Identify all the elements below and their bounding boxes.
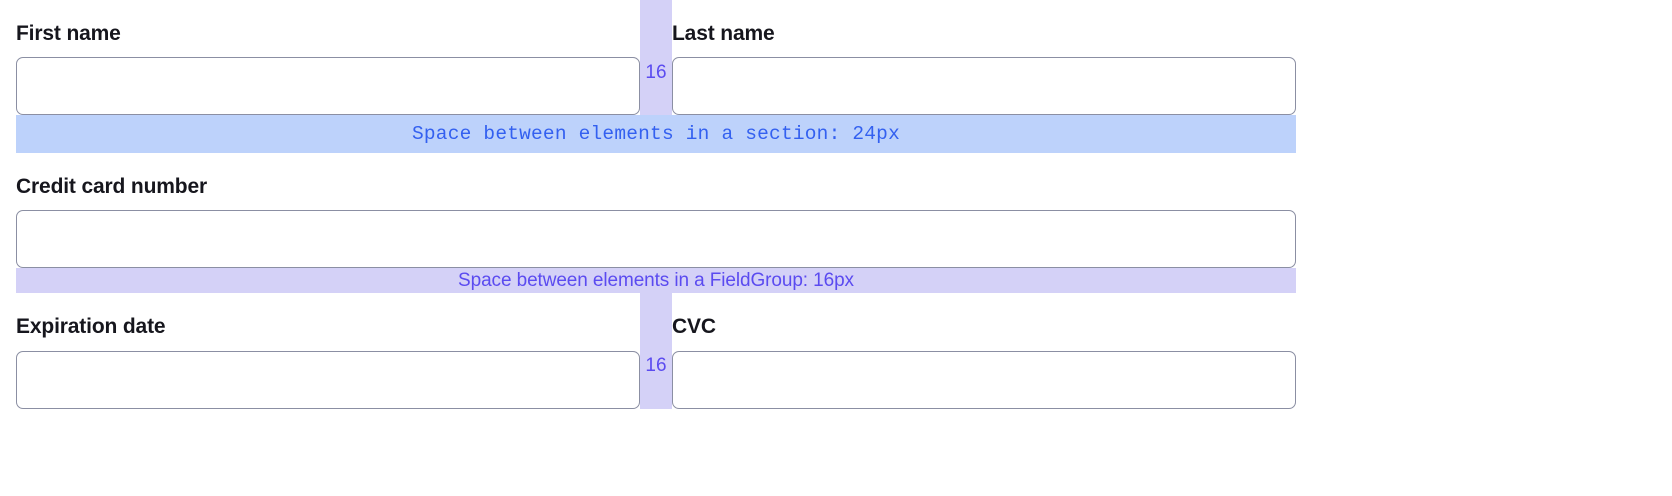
field-credit-card-number: Credit card number xyxy=(16,153,1296,269)
label-credit-card-number: Credit card number xyxy=(16,175,208,199)
input-first-name[interactable] xyxy=(16,57,640,116)
label-expiration-date: Expiration date xyxy=(16,315,166,339)
gap-annotation-name-row: 16 xyxy=(640,0,672,116)
input-last-name[interactable] xyxy=(672,57,1296,116)
input-expiration-date[interactable] xyxy=(16,350,640,409)
section-spacing-band-label: Space between elements in a section: 24p… xyxy=(412,123,900,146)
field-cvc: CVC xyxy=(672,293,1296,409)
field-row-expiry-cvc: Expiration date 16 CVC xyxy=(16,293,1296,409)
fieldgroup-spacing-band-label: Space between elements in a FieldGroup: … xyxy=(458,269,854,291)
input-credit-card-number[interactable] xyxy=(16,210,1296,269)
field-first-name: First name xyxy=(16,0,640,116)
field-row-name: First name 16 Last name xyxy=(16,0,1296,116)
form-content: First name 16 Last name Space between el… xyxy=(16,0,1296,409)
section-spacing-band: Space between elements in a section: 24p… xyxy=(16,115,1296,154)
gap-annotation-name-row-label: 16 xyxy=(645,62,667,83)
field-row-credit-card: Credit card number xyxy=(16,153,1296,269)
label-cvc: CVC xyxy=(672,315,716,339)
label-first-name: First name xyxy=(16,22,121,45)
fieldgroup-spacing-band: Space between elements in a FieldGroup: … xyxy=(16,268,1296,294)
input-cvc[interactable] xyxy=(672,350,1296,409)
field-last-name: Last name xyxy=(672,0,1296,116)
label-last-name: Last name xyxy=(672,22,775,45)
field-expiration-date: Expiration date xyxy=(16,293,640,409)
gap-annotation-expiry-row: 16 xyxy=(640,293,672,409)
gap-annotation-expiry-row-label: 16 xyxy=(645,355,667,377)
